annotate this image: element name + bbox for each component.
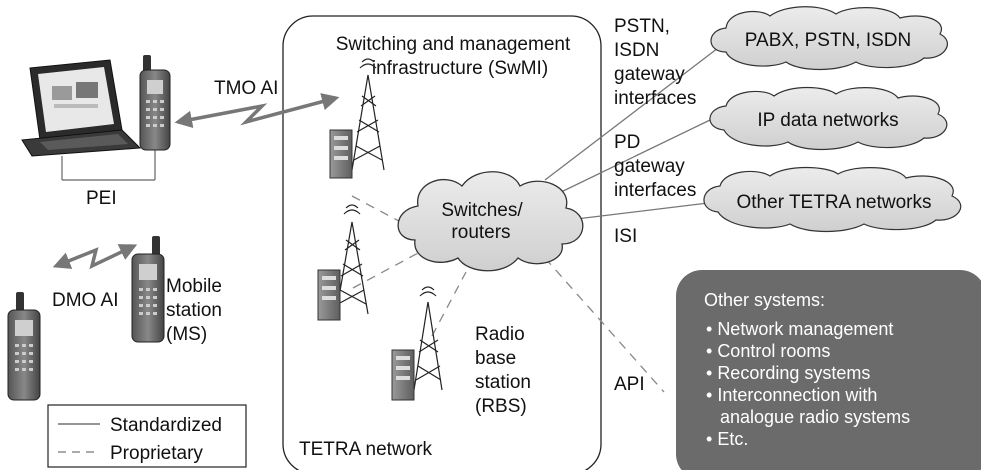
other-systems-list: • Network management • Control rooms • R… [706, 319, 910, 449]
legend-proprietary: Proprietary [110, 443, 203, 464]
tmo-air-interface-arrow [174, 93, 340, 128]
ip-data-networks-cloud [709, 86, 948, 151]
base-station-middle [317, 204, 369, 321]
rbs-label-line4: (RBS) [475, 396, 527, 417]
ms-label-line1: Mobile [166, 276, 222, 297]
pd-interface-line3: interfaces [614, 180, 696, 201]
server-cabinet-icon [329, 129, 353, 179]
pei-label: PEI [86, 188, 117, 209]
svg-text:• Etc.: • Etc. [706, 429, 748, 449]
legend-standardized: Standardized [110, 415, 222, 436]
dmo-air-interface-arrow [52, 244, 138, 270]
pei-link [61, 150, 156, 181]
laptop-icon [21, 59, 142, 157]
server-cabinet-icon [391, 349, 415, 401]
mobile-station-icon [131, 236, 165, 343]
legend: Standardized Proprietary [47, 404, 247, 468]
base-station-rbs [391, 286, 443, 401]
other-systems-item: Etc. [717, 429, 748, 449]
tmo-label: TMO AI [214, 78, 278, 99]
antenna-tower-icon [413, 286, 443, 391]
rbs-label-line2: base [475, 348, 516, 369]
swmi-label-line2: infrastructure (SwMI) [372, 58, 548, 79]
other-systems-title: Other systems: [704, 290, 825, 310]
switches-routers-cloud [397, 171, 584, 272]
ip-cloud-label: IP data networks [757, 110, 898, 131]
pstn-interface-line3: gateway [614, 64, 685, 85]
other-systems-box [676, 270, 981, 470]
svg-text:• Network management: • Network management [706, 319, 893, 339]
rbs-label-line1: Radio [475, 324, 525, 345]
svg-text:• Interconnection with: • Interconnection with [706, 385, 877, 405]
pabx-pstn-isdn-cloud [710, 6, 948, 71]
other-systems-item: Control rooms [717, 341, 830, 361]
server-cabinet-icon [317, 269, 341, 321]
pd-interface-line2: gateway [614, 156, 685, 177]
rbs-label-line3: station [475, 372, 531, 393]
switch-label-line2: routers [451, 222, 510, 243]
mobile-station-icon [7, 292, 41, 401]
ms-label-line3: (MS) [166, 324, 207, 345]
other-systems-item: Network management [717, 319, 893, 339]
antenna-tower-icon [351, 58, 385, 171]
pstn-interface-line4: interfaces [614, 88, 696, 109]
switch-label-line1: Switches/ [441, 200, 523, 221]
dmo-label: DMO AI [52, 290, 119, 311]
tetra-network-label: TETRA network [299, 439, 433, 460]
other-tetra-networks-cloud [703, 166, 962, 233]
isi-label: ISI [614, 226, 637, 247]
other-systems-item: Recording systems [717, 363, 870, 383]
tetra-cloud-label: Other TETRA networks [737, 192, 932, 213]
svg-text:• Control rooms: • Control rooms [706, 341, 830, 361]
pabx-cloud-label: PABX, PSTN, ISDN [745, 30, 911, 51]
pstn-interface-line1: PSTN, [614, 16, 670, 37]
handheld-terminal-icon [139, 55, 171, 151]
standardized-links [544, 44, 723, 221]
pd-interface-line1: PD [614, 132, 640, 153]
other-systems-item: Interconnection with [717, 385, 877, 405]
swmi-label-line1: Switching and management [336, 34, 571, 55]
other-systems-item: analogue radio systems [720, 407, 910, 427]
api-label: API [614, 374, 645, 395]
pstn-interface-line2: ISDN [614, 40, 659, 61]
ms-label-line2: station [166, 300, 222, 321]
base-station-top [329, 58, 385, 179]
svg-text:• Recording systems: • Recording systems [706, 363, 870, 383]
